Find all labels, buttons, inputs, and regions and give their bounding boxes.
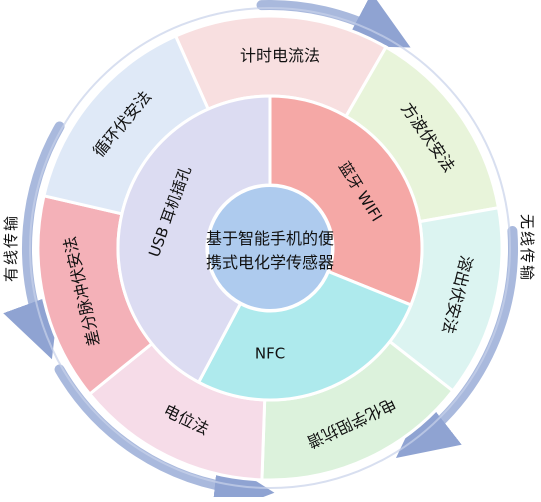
outer-halo: [29, 7, 511, 489]
wired-arrow-bottom: [54, 364, 275, 502]
wireless-transmission-label: 无线传输: [518, 214, 536, 282]
inner-segment-usb-headphone: [116, 94, 272, 385]
inner-segment-bluetooth-wifi: [268, 94, 424, 307]
wired-arrow-left: [3, 121, 65, 360]
center-title-line1: 基于智能手机的便: [206, 229, 334, 248]
center-circle: [207, 185, 333, 311]
wired-transmission-label: 有线传输: [2, 214, 20, 282]
wireless-arrow-right: [395, 226, 518, 458]
center-title-line2: 携式电化学传感器: [206, 253, 334, 272]
wireless-arrow-top: [256, 0, 411, 48]
inner-label-nfc: NFC: [255, 345, 285, 363]
outer-label-chronoamperometry: 计时电流法: [240, 46, 320, 65]
transmission-arrows: [3, 0, 518, 502]
